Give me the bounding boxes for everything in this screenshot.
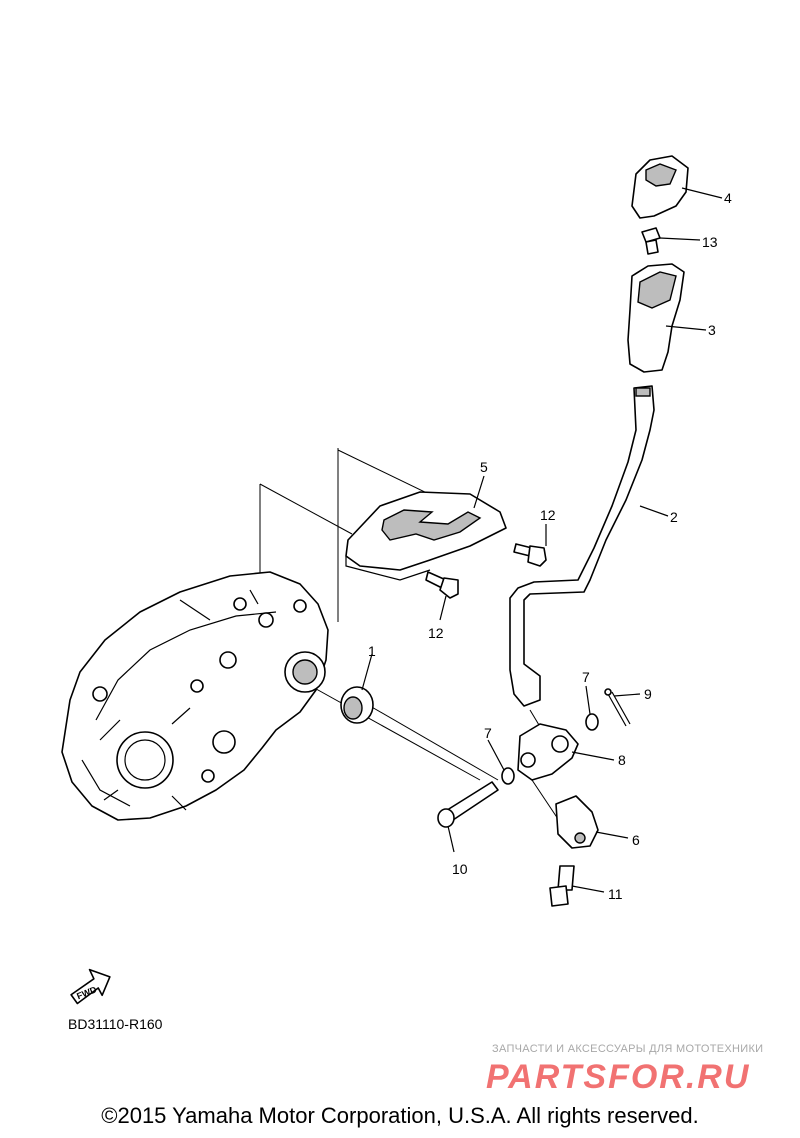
callout-13: 13	[702, 234, 718, 250]
callout-12-lower: 12	[428, 625, 444, 641]
watermark-logo: PARTSFOR.RU	[486, 1058, 750, 1096]
part-3-knob-grip	[627, 263, 685, 373]
part-13-bolt	[641, 227, 661, 255]
callout-6: 6	[632, 832, 640, 848]
part-12-bolt-lower	[425, 571, 459, 599]
callout-11: 11	[608, 886, 623, 902]
part-12-bolt-upper	[513, 543, 547, 567]
part-4-knob-cap	[631, 155, 689, 219]
watermark-tagline: ЗАПЧАСТИ И АКСЕССУАРЫ ДЛЯ МОТОТЕХНИКИ	[492, 1043, 764, 1055]
diagram-code: BD31110-R160	[68, 1016, 163, 1032]
callout-8: 8	[618, 752, 626, 768]
watermark-logo-text: PARTSFOR.RU	[486, 1058, 750, 1096]
callout-2: 2	[670, 509, 678, 525]
callout-7-left: 7	[484, 725, 492, 741]
callout-4: 4	[724, 190, 732, 206]
crankcase-cover	[61, 571, 329, 821]
callout-10: 10	[452, 861, 468, 877]
part-8-bracket	[517, 723, 579, 781]
part-1-seal	[340, 686, 374, 724]
part-7-washer-left	[501, 767, 515, 785]
fwd-arrow-icon: FWD	[70, 968, 111, 1005]
part-2-shift-lever	[509, 385, 655, 707]
callout-1: 1	[368, 643, 376, 659]
part-7-washer-right	[585, 713, 599, 731]
callout-3: 3	[708, 322, 716, 338]
leader-lines	[361, 187, 723, 893]
part-11-bolt	[549, 865, 575, 907]
callout-9: 9	[644, 686, 652, 702]
callout-labels: 1 2 3 4 5 6 7 7 8 9 10 11 12 12 13	[368, 190, 732, 902]
fwd-badge: FWD	[75, 984, 98, 1001]
part-10-pin	[437, 781, 499, 828]
callout-12-upper: 12	[540, 507, 556, 523]
part-5-shift-guide	[345, 491, 507, 581]
callout-5: 5	[480, 459, 488, 475]
callout-7-right: 7	[582, 669, 590, 685]
part-9-cotter-pin	[604, 688, 631, 727]
copyright-notice: ©2015 Yamaha Motor Corporation, U.S.A. A…	[101, 1103, 699, 1128]
part-6-joint	[555, 795, 599, 849]
